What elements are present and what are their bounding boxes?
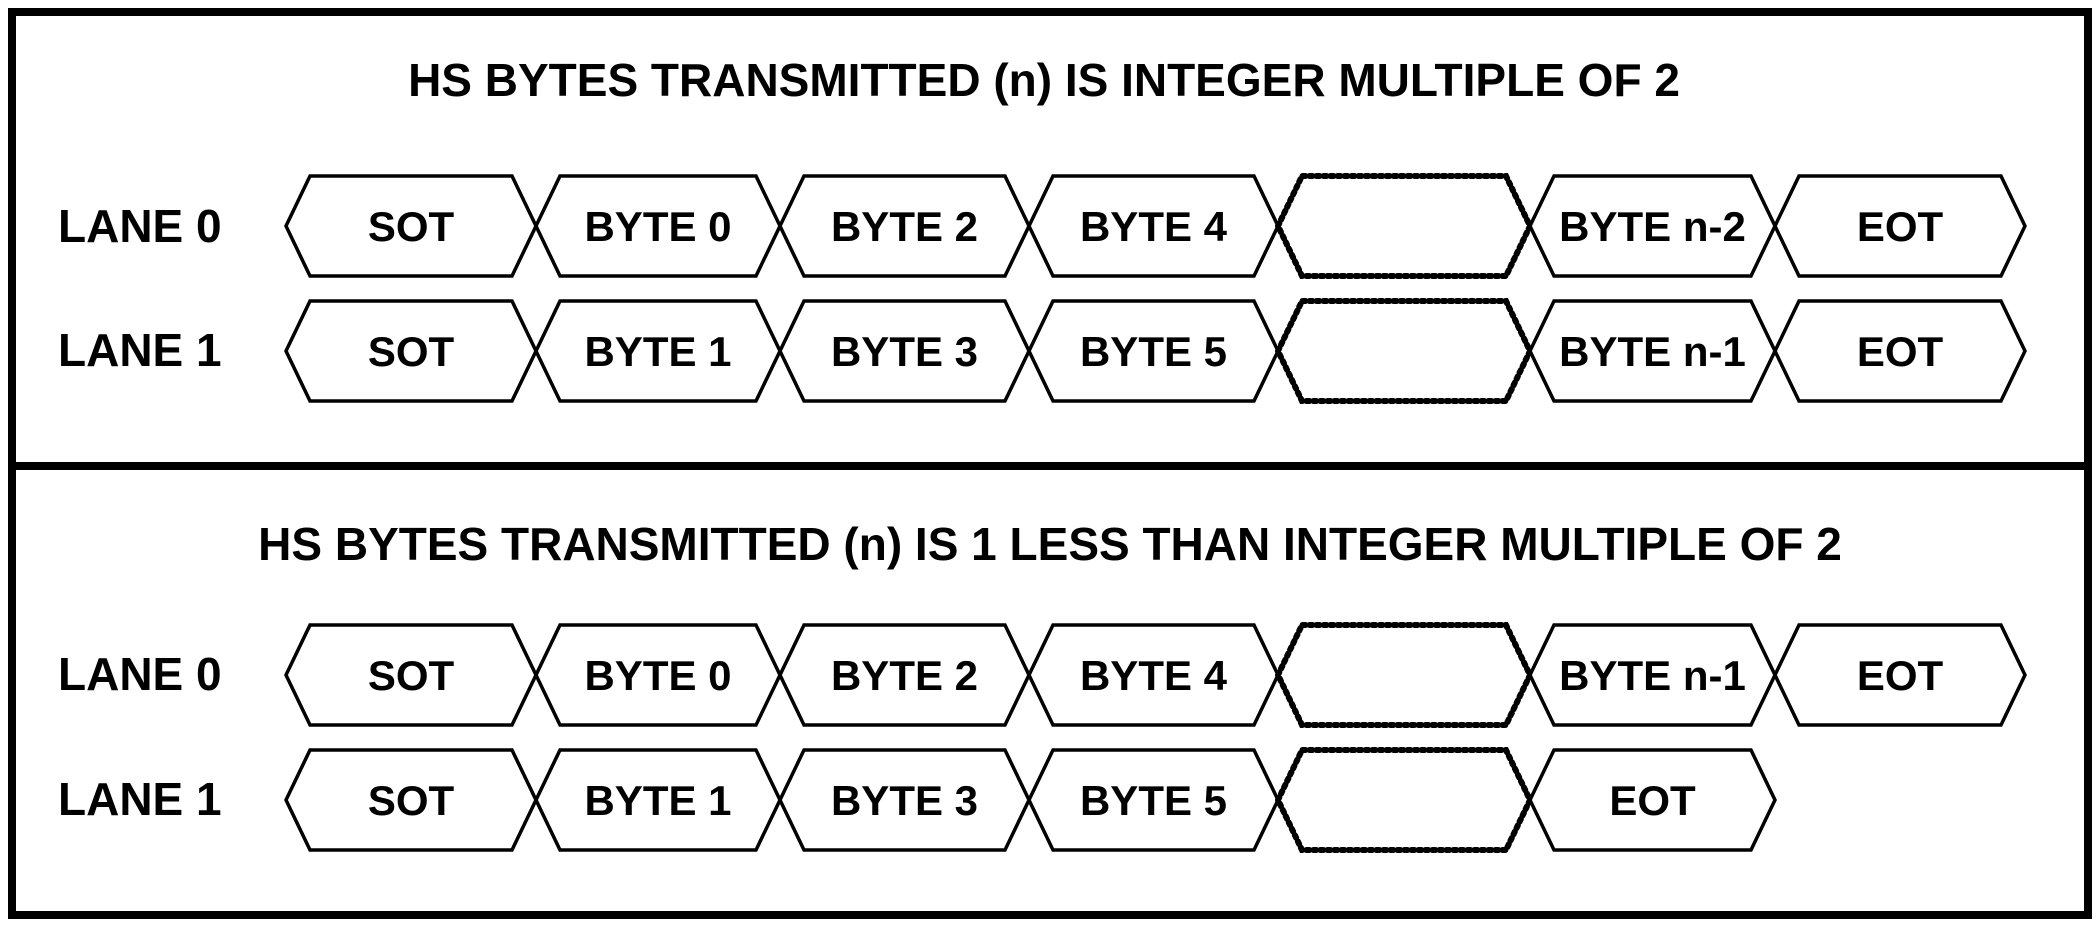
lane-cell [1773, 174, 2027, 278]
lane-cell-label: BYTE 0 [584, 203, 731, 250]
dotted-gap-cell [1274, 622, 1534, 728]
lane-cell-label: SOT [368, 777, 455, 824]
lane-label-bottom-0: LANE 0 [58, 648, 222, 700]
dotted-gap-cell [1274, 173, 1534, 279]
lane-cell-label: SOT [368, 203, 455, 250]
lane-cell-label: BYTE 1 [584, 328, 731, 375]
lane-label-top-0: LANE 0 [58, 200, 222, 252]
lane-label-bottom-1: LANE 1 [58, 773, 222, 825]
lane-row-bottom-0: SOT BYTE 0 BYTE 2 BYTE 4 BYTE n-1 EOT [284, 622, 2027, 728]
lane-cell-label: BYTE 4 [1080, 652, 1228, 699]
lane-cell-label: BYTE 0 [584, 652, 731, 699]
lane-cell-label: BYTE 2 [831, 203, 978, 250]
lane-row-top-0: SOT BYTE 0 BYTE 2 BYTE 4 BYTE n-2 EOT [284, 173, 2027, 279]
lane-cell-label: BYTE n-2 [1559, 203, 1746, 250]
dotted-gap-cell [1274, 298, 1534, 404]
lane-cell-label: BYTE n-1 [1559, 328, 1746, 375]
lane-cell-label: BYTE 1 [584, 777, 731, 824]
lane-cell-label: BYTE 3 [831, 777, 978, 824]
lane-cell-label: EOT [1857, 328, 1944, 375]
lane-cell-label: BYTE 4 [1080, 203, 1228, 250]
lane-cell [1773, 299, 2027, 403]
lane-label-top-1: LANE 1 [58, 324, 222, 376]
lane-cell-label: BYTE 5 [1080, 328, 1227, 375]
lane-cell-label: BYTE n-1 [1559, 652, 1746, 699]
lane-cell [1528, 748, 1777, 852]
panel-bottom-title: HS BYTES TRANSMITTED (n) IS 1 LESS THAN … [258, 518, 1842, 570]
lane-cell-label: BYTE 3 [831, 328, 978, 375]
lane-cell-label: SOT [368, 652, 455, 699]
lane-cell [1773, 623, 2027, 727]
lane-cell-label: EOT [1609, 777, 1696, 824]
dotted-gap-cell [1274, 747, 1534, 853]
lane-cell-label: EOT [1857, 652, 1944, 699]
panel-top-title: HS BYTES TRANSMITTED (n) IS INTEGER MULT… [408, 54, 1680, 106]
lane-cell-label: EOT [1857, 203, 1944, 250]
lane-row-top-1: SOT BYTE 1 BYTE 3 BYTE 5 BYTE n-1 EOT [284, 298, 2027, 404]
lane-cell-label: BYTE 5 [1080, 777, 1227, 824]
lane-cell-label: SOT [368, 328, 455, 375]
lane-row-bottom-1: SOT BYTE 1 BYTE 3 BYTE 5 EOT [284, 747, 1777, 853]
lane-cell-label: BYTE 2 [831, 652, 978, 699]
